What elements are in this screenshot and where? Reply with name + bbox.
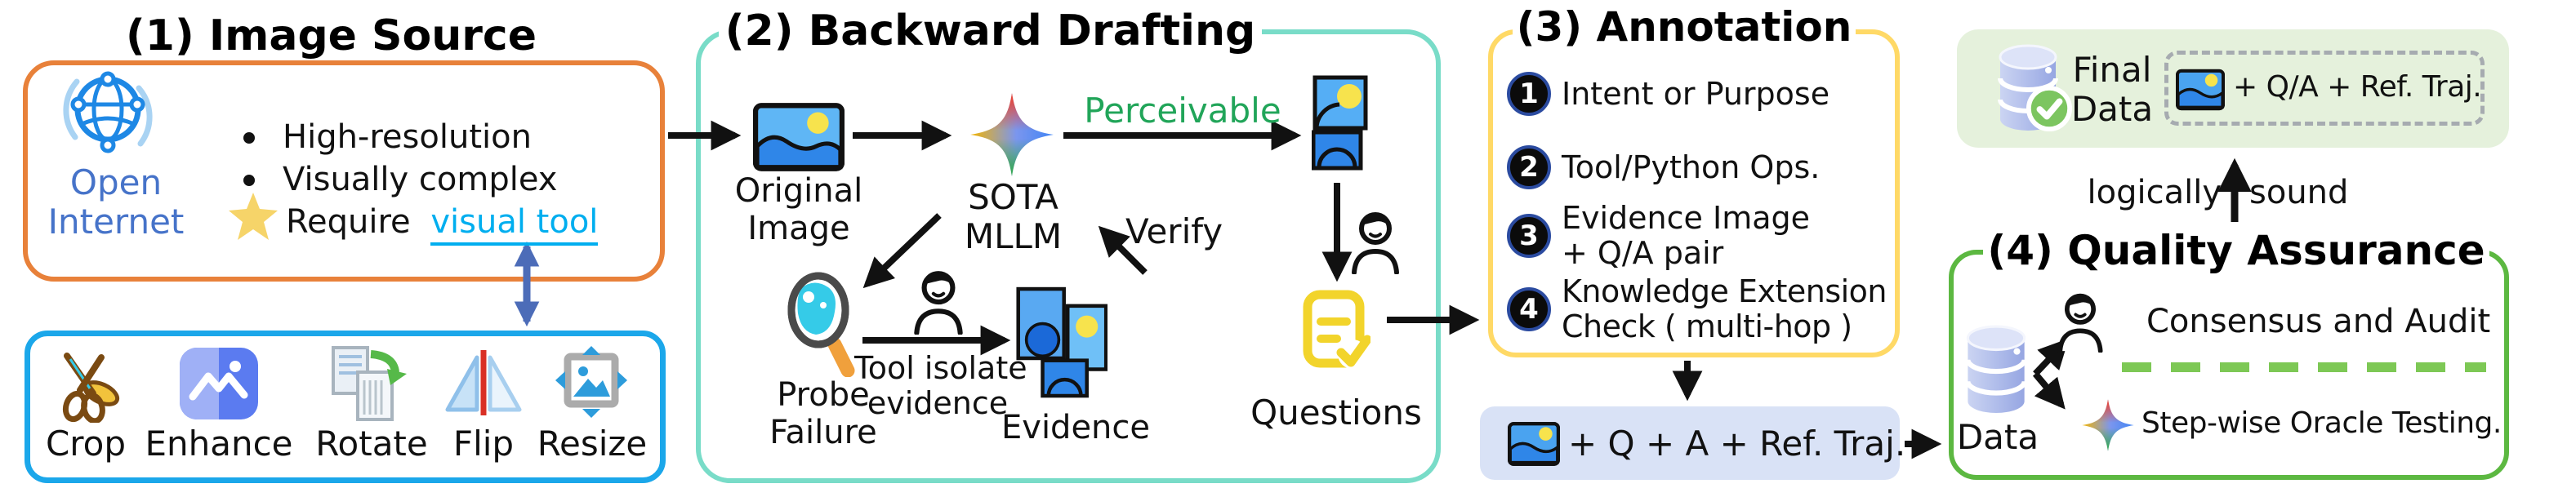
mllm-line: MLLM [964, 215, 1063, 256]
require-text: Require [286, 203, 411, 241]
rotate-icon [330, 346, 412, 421]
visual-tool-link[interactable]: visual tool [430, 203, 599, 246]
open-internet-globe-icon [62, 65, 154, 166]
annotation-badge-3: 3 [1507, 214, 1551, 258]
tool-label-crop: Crop [45, 424, 127, 464]
tool-isolate-evidence-label: Tool isolate evidence [854, 350, 1027, 422]
bullet-require-visual-tool: Require visual tool [286, 203, 599, 246]
sound-label: sound [2249, 174, 2349, 211]
qa-sparkle-icon [2081, 398, 2135, 452]
annotation-item-2: Tool/Python Ops. [1562, 149, 1821, 185]
annotation-item-3-line2: + Q/A pair [1562, 235, 1724, 272]
sota-line: SOTA [968, 177, 1058, 217]
annotation-item-3: Evidence Image + Q/A pair [1562, 200, 1810, 272]
final-record-text: + Q/A + Ref. Traj. [2233, 70, 2482, 104]
star-icon [229, 193, 278, 240]
qa-data-label: Data [1956, 417, 2039, 457]
annotation-badge-1: 1 [1507, 72, 1551, 116]
perceived-crops-icon [1312, 75, 1370, 171]
final-record-image-icon [2176, 69, 2225, 111]
consensus-audit-label: Consensus and Audit [2146, 303, 2491, 340]
enhance-icon [176, 346, 261, 421]
annotation-badge-4: 4 [1507, 287, 1551, 331]
sota-mllm-label: SOTA MLLM [946, 178, 1081, 256]
oracle-testing-label: Step-wise Oracle Testing. [2141, 406, 2502, 440]
tool-label-enhance: Enhance [145, 424, 293, 464]
open-internet-label: Open Internet [34, 163, 198, 242]
annotation-badge-2: 2 [1507, 145, 1551, 189]
final-record-dashed-box [2164, 51, 2485, 126]
quality-assurance-title: (4) Quality Assurance [1983, 229, 2489, 273]
bullet-high-resolution: High-resolution [283, 118, 532, 156]
probe-failure-label: Probe Failure [763, 376, 884, 451]
original-image-icon [753, 103, 845, 171]
probe-line2: Failure [769, 413, 877, 451]
resize-icon [549, 346, 634, 421]
backward-drafting-title: (2) Backward Drafting [719, 7, 1262, 55]
annotation-title: (3) Annotation [1513, 5, 1856, 50]
probe-line1: Probe [777, 376, 870, 414]
isolate-line2: evidence [867, 385, 1009, 422]
tool-label-resize: Resize [537, 424, 648, 464]
final-data-label: Final Data [2061, 51, 2163, 129]
annotation-item-3-line1: Evidence Image [1562, 200, 1810, 236]
annotation-box [1488, 29, 1900, 357]
qa-database-icon [1963, 325, 2029, 413]
final-line2: Data [2070, 88, 2154, 129]
original-image-line1: Original [734, 172, 863, 210]
original-image-label: Original Image [731, 172, 867, 247]
tool-person-icon [913, 268, 964, 335]
annotation-item-1: Intent or Purpose [1562, 76, 1830, 112]
questions-icon [1302, 289, 1370, 371]
sota-mllm-sparkle-icon [969, 91, 1055, 178]
record-image-icon [1508, 421, 1560, 467]
bullet-dot-1 [243, 132, 255, 144]
evidence-label: Evidence [1001, 409, 1151, 446]
annotation-item-4-line1: Knowledge Extension [1562, 273, 1887, 309]
bullet-dot-2 [243, 175, 255, 186]
bullet-visually-complex: Visually complex [283, 161, 558, 198]
verify-label: Verify [1125, 211, 1223, 251]
crop-icon [51, 346, 124, 423]
flip-icon [441, 346, 526, 421]
isolate-line1: Tool isolate [854, 350, 1027, 386]
original-image-line2: Image [747, 209, 850, 247]
questions-label: Questions [1250, 393, 1422, 433]
tool-label-flip: Flip [452, 424, 515, 464]
qa-person-icon [2057, 291, 2104, 353]
record-text: + Q + A + Ref. Traj. [1568, 424, 1906, 464]
open-internet-line2: Internet [47, 201, 185, 242]
annotation-item-4: Knowledge Extension Check ( multi-hop ) [1562, 273, 1887, 345]
final-line1: Final [2072, 50, 2152, 90]
image-source-title: (1) Image Source [126, 11, 537, 60]
logically-label: logically [2087, 174, 2222, 211]
probe-magnifier-icon [787, 268, 856, 377]
perceivable-label: Perceivable [1084, 91, 1281, 131]
tool-label-rotate: Rotate [315, 424, 428, 464]
open-internet-line1: Open [69, 162, 163, 202]
evidence-collage-icon [1016, 281, 1108, 405]
annotator-person-icon [1351, 209, 1400, 274]
annotation-item-4-line2: Check ( multi-hop ) [1562, 308, 1852, 345]
